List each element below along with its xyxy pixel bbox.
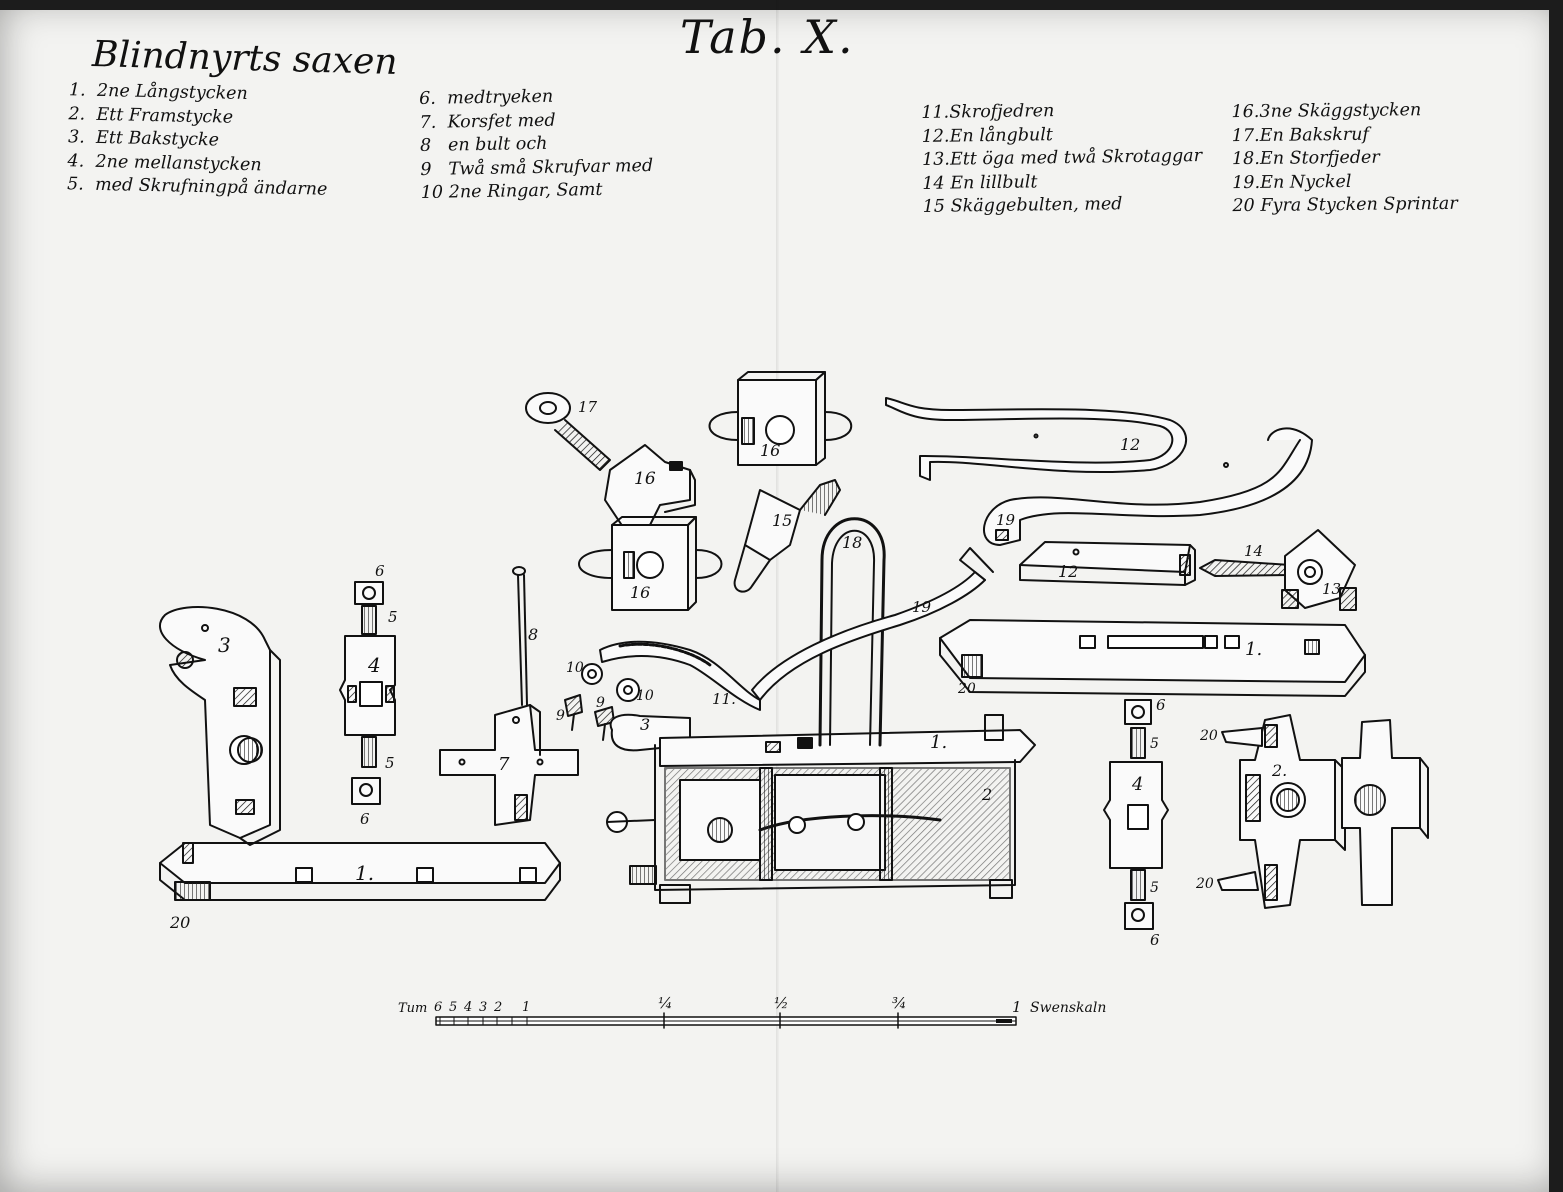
label-part-18: 18 [842,533,862,552]
label-part-14: 14 [1244,542,1263,560]
label-part-20: 20 [957,681,976,697]
label-part-17: 17 [578,398,598,416]
label-part-15: 15 [772,511,792,530]
label-part-12: 12 [1120,435,1140,454]
label-part-2: 2. [1271,761,1287,780]
label-part-1: 1. [1245,639,1262,660]
scale-tick-label: 3 [479,1000,487,1015]
label-part-16: 16 [630,583,650,602]
label-part-4: 4 [367,653,381,677]
label-part-10: 10 [566,660,584,676]
label-part-16: 16 [760,441,780,460]
label-part-6: 6 [1156,696,1166,714]
label-part-3: 3 [218,633,231,657]
scale-mark-label: ¼ [658,994,673,1012]
label-part-19: 19 [912,598,932,616]
label-part-20: 20 [1195,876,1214,892]
part-1-long-bar-right [939,619,1366,697]
scale-tick-label: 1 [522,1000,530,1015]
label-part-12: 12 [1058,562,1078,581]
part-9-10-screws-rings [564,663,640,741]
scale-bar [435,1012,1017,1029]
scale-mark-label: ½ [774,994,789,1012]
label-part-8: 8 [528,625,538,644]
label-part-20: 20 [169,913,190,932]
part-13-eye [1281,529,1357,611]
part-14-small-bolt [1199,559,1291,577]
part-16-beard-piece-c [578,516,723,611]
scale-prefix: Tum [398,1001,427,1016]
label-part-6: 6 [375,562,385,580]
part-15-beard-bolt [733,479,841,593]
part-11-spring [599,640,761,711]
label-part-9: 9 [596,695,605,711]
center-fold [776,0,779,1192]
scale-tick-label: 2 [493,1000,502,1015]
label-part-11: 11. [712,690,736,708]
part-18-large-spring [818,517,886,747]
scale-mark-label: 1 [1012,998,1022,1016]
part-2-front-piece [1239,714,1346,909]
part-20-pins-right [1217,727,1263,891]
label-part-5: 5 [1150,880,1159,896]
label-part-5: 5 [388,608,398,626]
part-4-middle-piece-left [339,581,396,805]
label-part-1: 1. [355,861,374,885]
page-edge-right [1549,0,1563,1192]
scale-mark-label: ¾ [892,994,907,1012]
part-12-long-bolt-curved [885,397,1229,481]
part-4-middle-piece-right [1103,699,1169,930]
part-19-key-lower [751,547,994,701]
label-part-9: 9 [556,708,565,724]
part-7-cross-piece [439,704,579,826]
label-part-1: 1. [930,732,947,753]
part-8-bolt [512,566,528,706]
part-16-beard-piece-b [708,371,853,466]
page-edge-top [0,0,1563,10]
label-part-4: 4 [1131,774,1143,795]
part-3-back-piece [159,606,281,846]
plate-title: Tab. X. [680,10,855,64]
label-part-7: 7 [498,754,510,775]
label-part-20: 20 [1199,728,1218,744]
label-part-5: 5 [1150,736,1159,752]
part-2-front-piece-mirror [1341,719,1429,906]
label-part-2: 2 [981,785,992,804]
label-part-16: 16 [634,469,656,489]
main-assembly-frame [606,713,1036,904]
part-19-key-upper [983,427,1313,546]
part-16-beard-piece-a [604,444,696,531]
scale-tick-label: 4 [463,1000,472,1015]
part-17-back-screw [525,392,611,471]
label-part-10: 10 [636,688,654,704]
label-part-5: 5 [385,754,395,772]
part-1-long-bar-left [159,842,561,901]
label-part-19: 19 [996,511,1016,529]
part-12-long-bolt-bar [1019,541,1196,586]
scale-tick-label: 5 [449,1000,457,1015]
scale-tick-label: 6 [434,1000,442,1015]
label-part-13: 13 [1322,580,1341,598]
label-part-6: 6 [1150,931,1160,949]
scale-unit-label: Swenskaln [1030,1000,1106,1016]
label-part-6: 6 [360,810,370,828]
label-part-3: 3 [640,715,650,734]
